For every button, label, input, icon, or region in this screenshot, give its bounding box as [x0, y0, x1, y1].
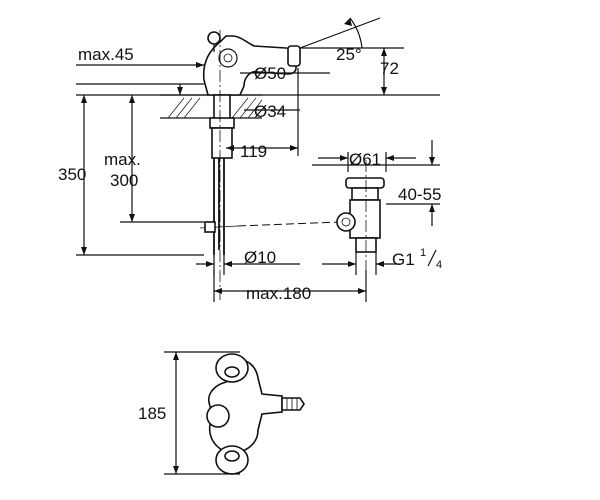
dim-thread-den: 4: [436, 259, 442, 271]
dimension-lines: [76, 17, 440, 302]
faucet-top-view: [164, 351, 305, 475]
handle-knob: [207, 31, 221, 45]
dim-40-55: 40-55: [398, 185, 441, 204]
dim-d10: Ø10: [244, 248, 276, 267]
deck-hatching: [160, 94, 263, 119]
dim-300: 300: [110, 171, 138, 190]
dim-thread-num: 1: [420, 247, 426, 259]
dim-350: 350: [58, 165, 86, 184]
dim-d61: Ø61: [349, 150, 381, 169]
top-center-hub: [206, 404, 230, 428]
dim-72: 72: [380, 59, 399, 78]
dim-max-label: max.: [104, 150, 141, 169]
drain-assembly: [312, 160, 440, 300]
dim-thread-main: G1: [392, 250, 415, 269]
dim-max180: max.180: [246, 284, 311, 303]
dim-max45: max.45: [78, 45, 134, 64]
dim-thread: G1 1 4: [392, 247, 442, 271]
dim-d34: Ø34: [254, 102, 286, 121]
faucet-side-view: [76, 30, 440, 300]
dim-d50: Ø50: [254, 64, 286, 83]
dim-185: 185: [138, 404, 166, 423]
dim-angle-25: 25°: [336, 45, 362, 64]
dim-119: 119: [240, 142, 267, 161]
spout-nozzle: [287, 45, 301, 67]
